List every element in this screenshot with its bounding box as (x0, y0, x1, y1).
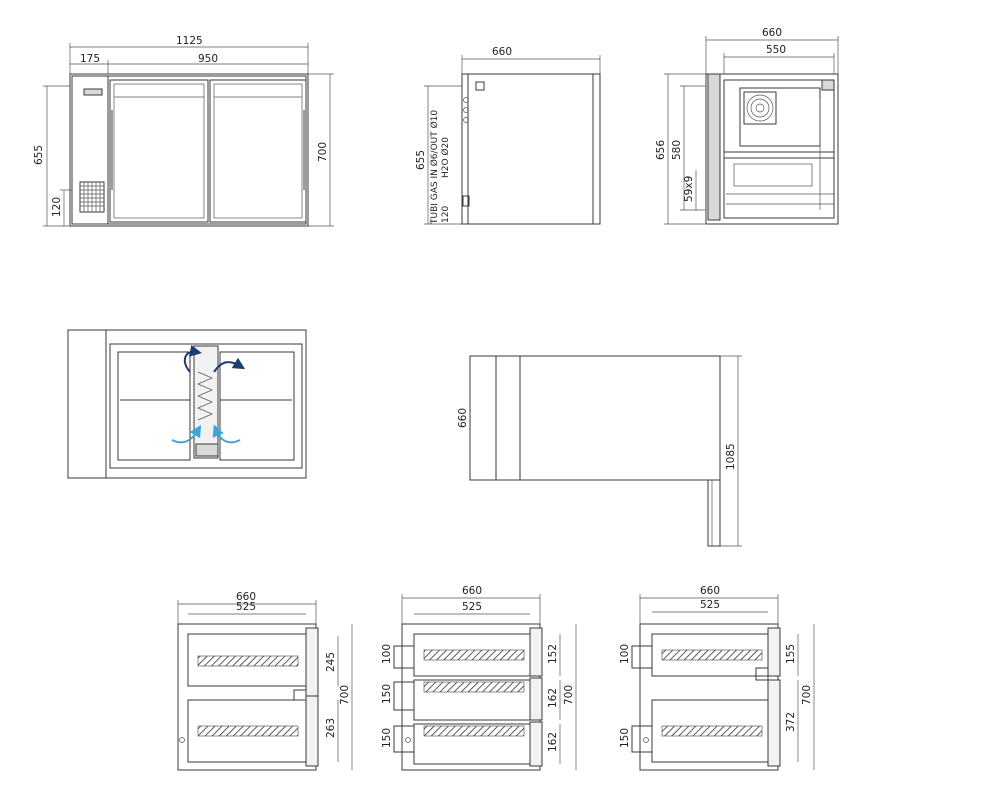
drawer-view-2: 660 525 100 150 150 152 162 162 700 (381, 585, 577, 771)
airflow-out-right-arrow (213, 357, 246, 373)
drawer2-height: 700 (563, 685, 575, 705)
drawer3-height: 700 (801, 685, 813, 705)
drawer2-outer: 660 (462, 585, 482, 597)
side-height: 655 (415, 150, 427, 170)
drawer2-left-c: 150 (381, 728, 393, 748)
dim-overall-width: 1125 (176, 35, 203, 47)
section-height-inner: 580 (671, 140, 683, 160)
side-gas-label: TUBI GAS IN Ø6/OUT Ø10 (429, 110, 440, 225)
evaporator (193, 345, 219, 459)
section-inner-depth: 550 (766, 44, 786, 56)
door-right (209, 79, 307, 223)
drawer2-inner: 525 (462, 601, 482, 613)
drawer2-right-a: 152 (547, 644, 559, 664)
airflow-out-left-arrow (183, 344, 202, 373)
dim-left-width: 175 (80, 53, 100, 65)
display-panel (83, 88, 103, 96)
side-water-label: H2O Ø20 (440, 137, 451, 178)
drawer1-inner: 525 (236, 601, 256, 613)
plan-view (67, 329, 307, 479)
drawer3-right-b: 372 (785, 712, 797, 732)
drawer-view-1: 660 525 245 263 700 (177, 591, 353, 771)
door-left (109, 79, 209, 223)
drawer3-inner: 525 (700, 599, 720, 611)
drawer2-left-a: 100 (381, 644, 393, 664)
section-view: 660 550 656 580 59x9 (655, 27, 839, 225)
drawer-view-3: 660 525 100 150 155 372 700 (619, 585, 815, 771)
drawer3-outer: 660 (700, 585, 720, 597)
drawer3-right-a: 155 (785, 644, 797, 664)
drawer2-right-c: 162 (547, 732, 559, 752)
drawer1-dim-a: 245 (325, 652, 337, 672)
section-outer-depth: 660 (762, 27, 782, 39)
section-small-dim: 59x9 (683, 176, 695, 202)
side-view: 660 655 TUBI GAS IN Ø6/OUT Ø10 H2O Ø20 1… (415, 46, 601, 225)
dim-doors-width: 950 (198, 53, 218, 65)
drawer1-height: 700 (339, 685, 351, 705)
dim-height-right: 700 (317, 142, 329, 162)
dim-height-left: 655 (33, 145, 45, 165)
vent-grille (79, 181, 105, 213)
drawer2-left-b: 150 (381, 684, 393, 704)
section-height-outer: 656 (655, 140, 667, 160)
drawer1-dim-b: 263 (325, 718, 337, 738)
fan-box (743, 91, 777, 125)
drawer3-left-b: 150 (619, 728, 631, 748)
side-base-height: 120 (441, 206, 451, 223)
drawer1-outer: 660 (236, 591, 256, 603)
airflow-in-right-arrow (212, 424, 241, 444)
top-depth-open: 1085 (725, 443, 737, 470)
airflow-in-left-arrow (171, 424, 202, 444)
drawer2-right-b: 162 (547, 688, 559, 708)
drawer3-left-a: 100 (619, 644, 631, 664)
dim-base-height: 120 (51, 197, 63, 217)
fan-icon (746, 94, 774, 122)
top-view: 1085 660 (457, 355, 742, 547)
side-depth: 660 (492, 46, 512, 58)
front-view: 1125 175 950 655 120 700 (33, 35, 334, 227)
top-depth: 660 (457, 408, 469, 428)
